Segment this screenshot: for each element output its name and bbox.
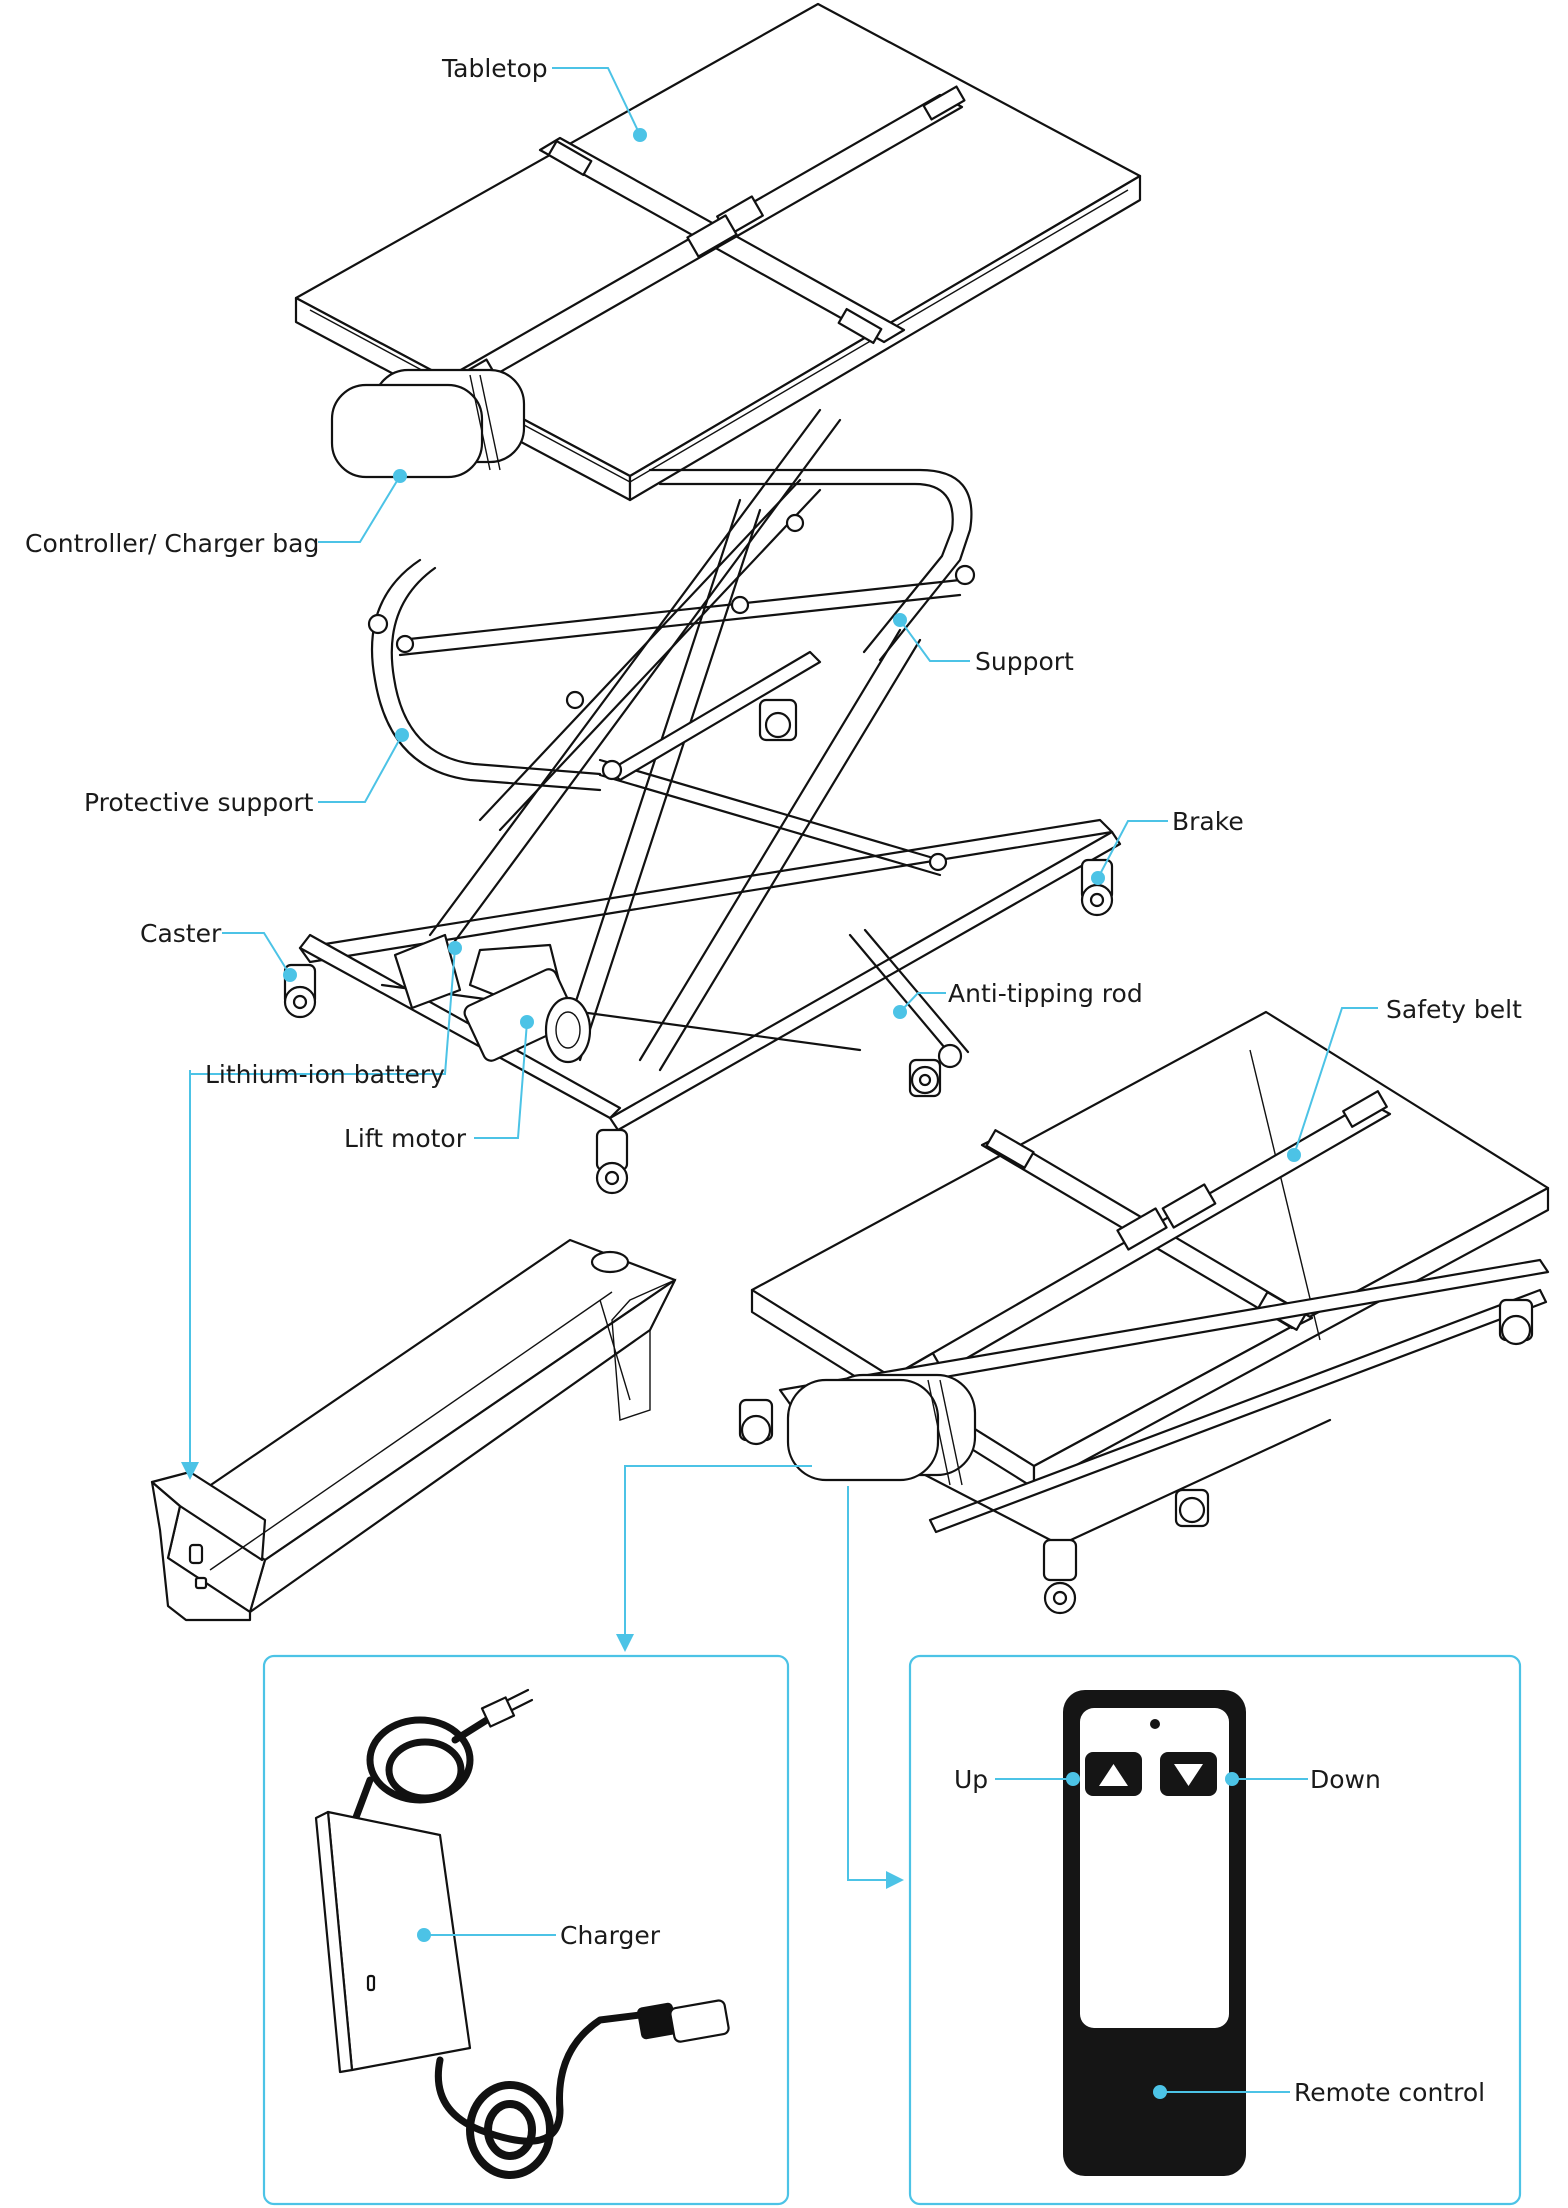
leader-caster	[222, 932, 297, 982]
label-caster: Caster	[140, 919, 222, 948]
label-charger: Charger	[560, 1921, 661, 1950]
leader-protective-support	[318, 728, 409, 803]
leader-anti-tipping-rod	[893, 992, 946, 1019]
label-controller-bag: Controller/ Charger bag	[25, 529, 319, 558]
label-brake: Brake	[1172, 807, 1244, 836]
leader-up	[995, 1772, 1080, 1786]
leader-down	[1225, 1772, 1308, 1786]
charger-panel-frame	[262, 1654, 790, 2206]
label-lift-motor: Lift motor	[344, 1124, 467, 1153]
leader-tabletop	[552, 67, 647, 142]
leader-controller-bag	[318, 469, 407, 543]
label-safety-belt: Safety belt	[1386, 995, 1522, 1024]
leader-remote-control	[1153, 2085, 1290, 2099]
label-lithium-battery: Lithium-ion battery	[205, 1060, 445, 1089]
label-support: Support	[975, 647, 1074, 676]
scissor-frame-drawing	[298, 408, 1122, 1132]
leader-support	[893, 613, 970, 662]
lift-motor-drawing	[393, 933, 592, 1064]
label-remote-control: Remote control	[1294, 2078, 1485, 2107]
leader-charger	[417, 1928, 556, 1942]
casters-top-drawing	[283, 698, 1114, 1195]
leader-lithium-battery	[189, 941, 462, 1075]
leader-brake	[1091, 820, 1168, 885]
charger-drawing	[314, 1688, 730, 2179]
leader-safety-belt	[1287, 1007, 1378, 1162]
flow-arrows	[181, 1070, 904, 1889]
label-tabletop: Tabletop	[441, 54, 548, 83]
label-up: Up	[954, 1765, 988, 1794]
leader-lift-motor	[474, 1015, 534, 1139]
remote-control-drawing	[1063, 1690, 1246, 2176]
label-down: Down	[1310, 1765, 1381, 1794]
label-anti-tipping-rod: Anti-tipping rod	[948, 979, 1143, 1008]
label-protective-support: Protective support	[84, 788, 314, 817]
folded-table-drawing	[738, 1010, 1550, 1615]
controller-bag-drawing	[330, 368, 526, 479]
remote-panel-frame	[908, 1654, 1522, 2206]
battery-drawing	[150, 1238, 677, 1622]
